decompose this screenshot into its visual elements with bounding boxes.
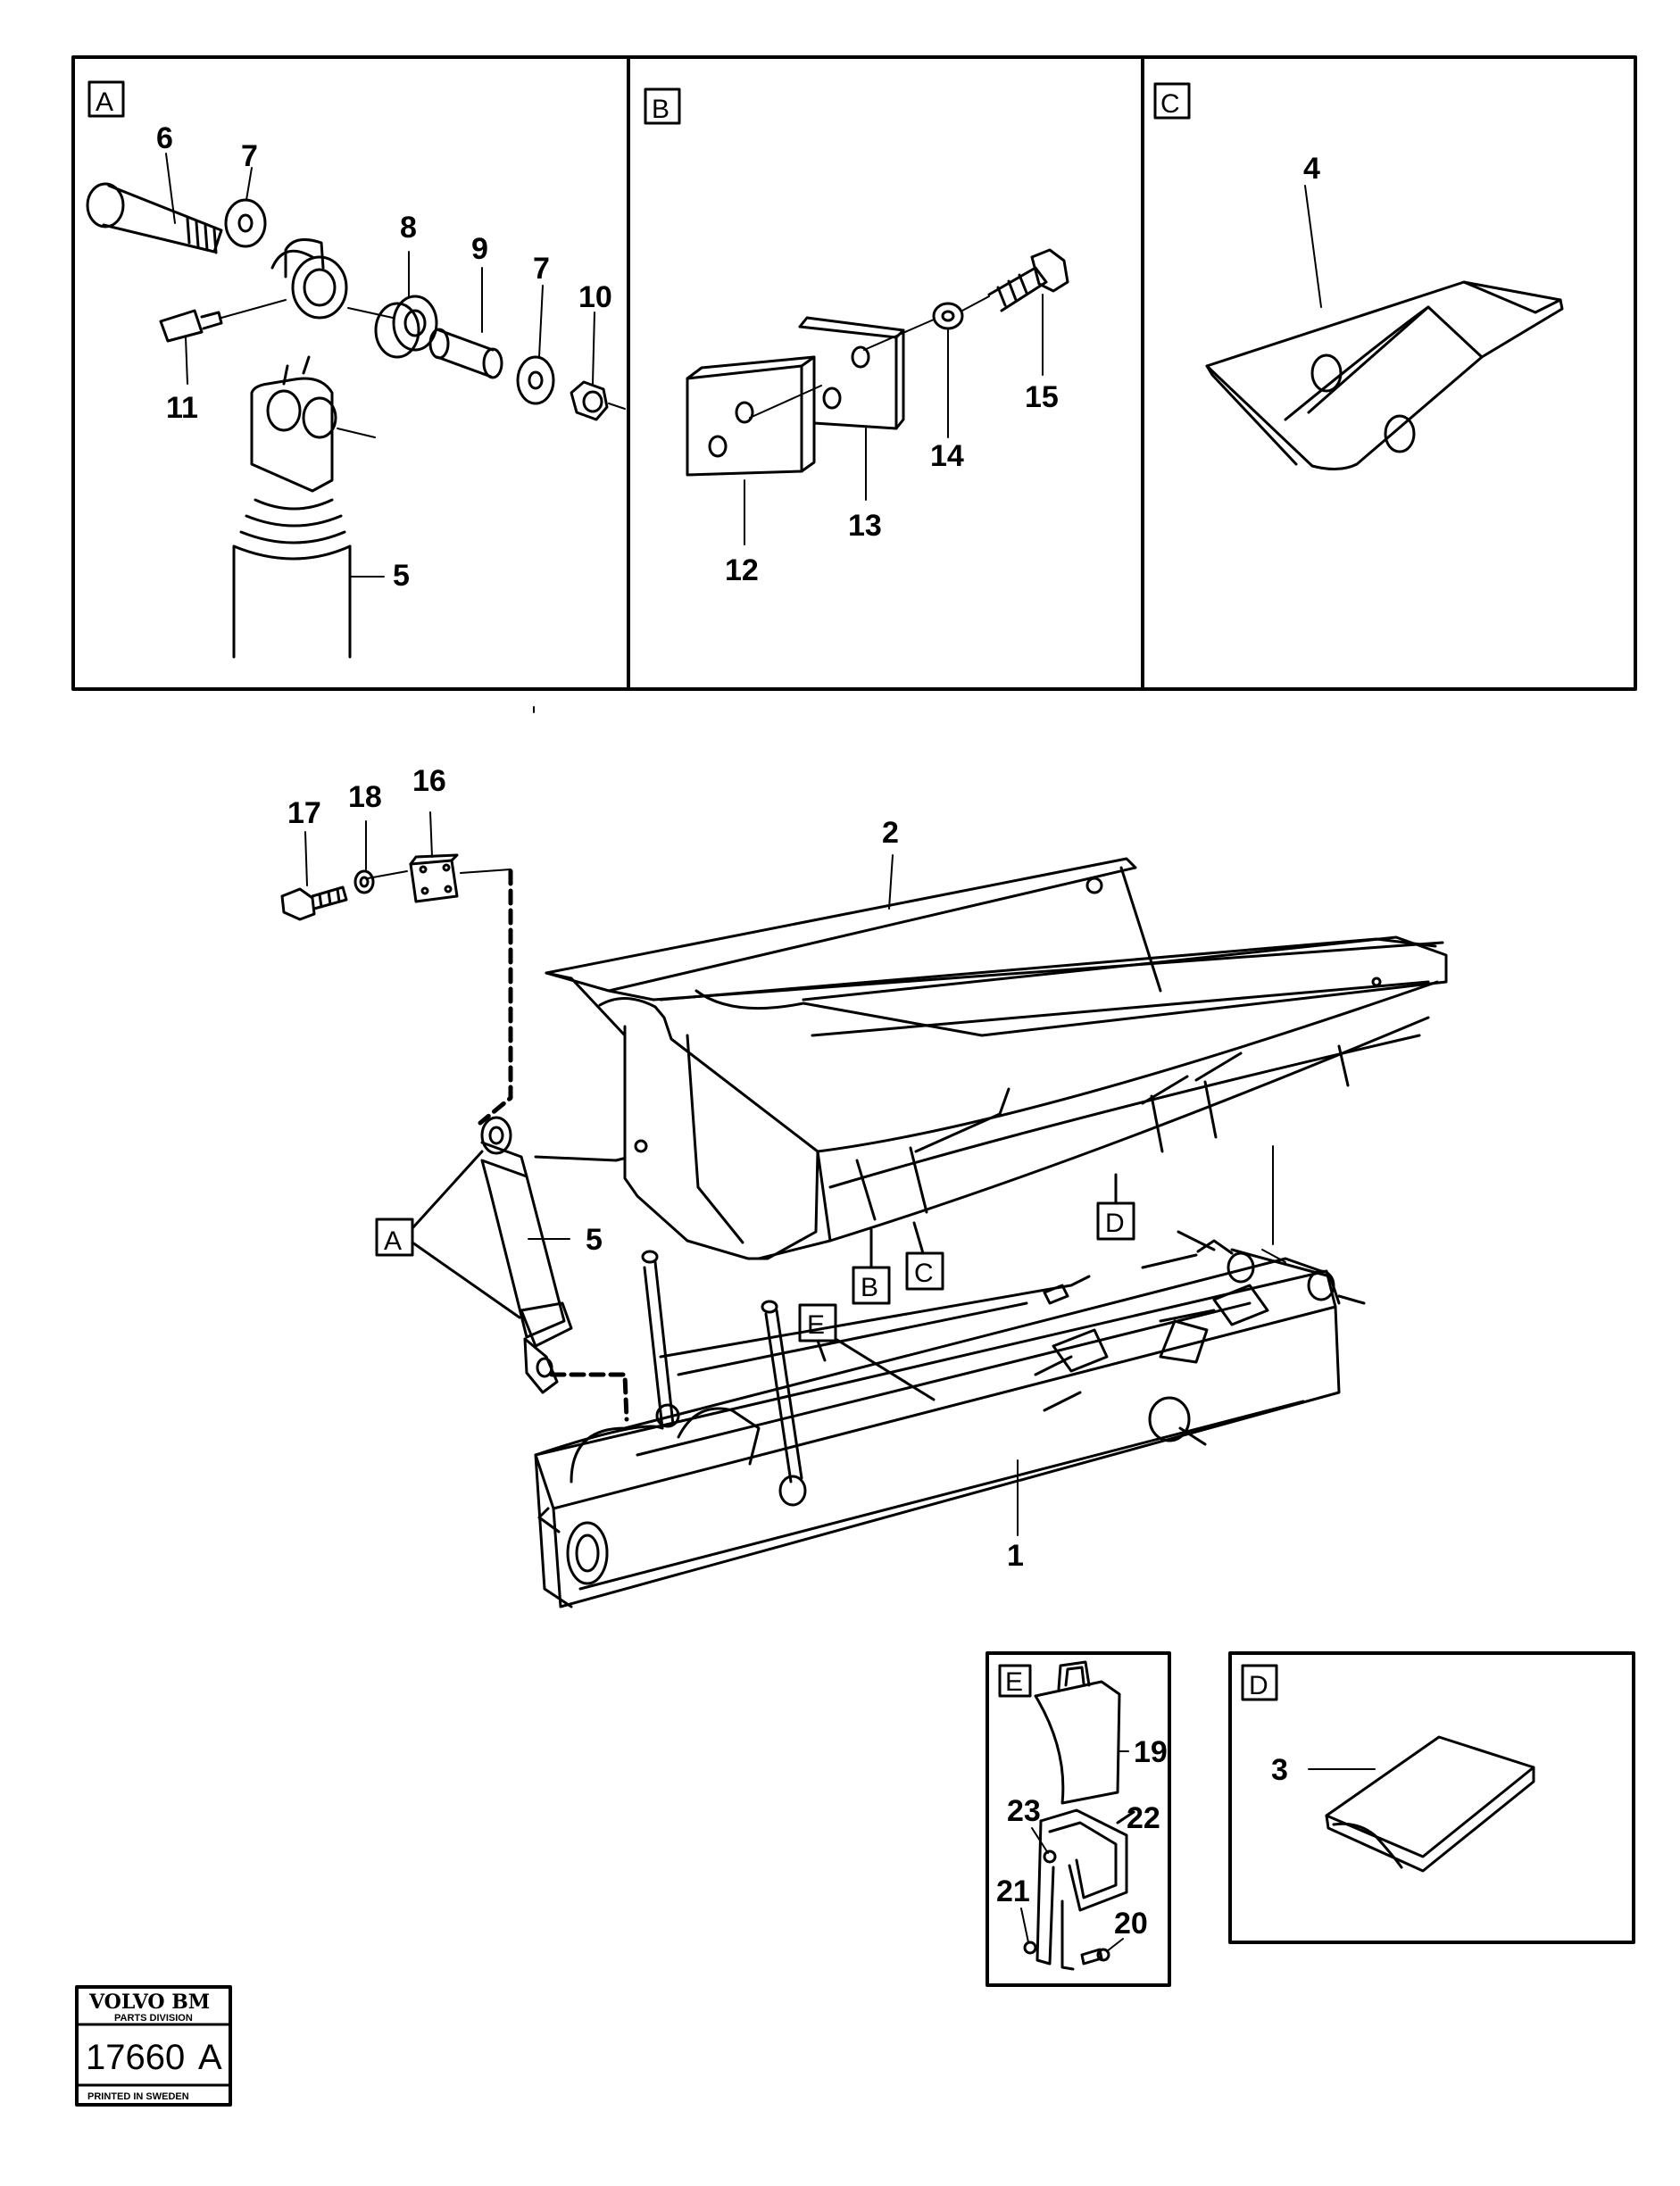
ref-a: A	[375, 1150, 521, 1319]
callout-3: 3	[1271, 1753, 1288, 1787]
callout-20: 20	[1114, 1907, 1148, 1941]
panel-a-leaders	[165, 153, 595, 578]
main-top-leaders	[304, 811, 511, 886]
callout-9: 9	[471, 232, 488, 266]
dashed-link-lower	[549, 1372, 629, 1422]
panel-e-tag: E	[1005, 1667, 1023, 1697]
callout-11: 11	[166, 391, 198, 425]
ref-c: C	[905, 1221, 944, 1291]
panel-d-tag: D	[1249, 1671, 1268, 1700]
ref-d-label: D	[1105, 1209, 1125, 1238]
washer-part-18	[353, 869, 375, 894]
ref-e: E	[798, 1303, 936, 1401]
callout-4: 4	[1303, 152, 1320, 186]
bolt-part-17	[280, 885, 348, 921]
callout-5-main: 5	[586, 1223, 603, 1257]
shim-plate-part-13	[798, 316, 905, 430]
ref-e-label: E	[807, 1310, 825, 1340]
callout-23: 23	[1007, 1794, 1041, 1828]
main-assembly: 2 5 A	[280, 764, 1448, 1608]
callout-22: 22	[1127, 1801, 1160, 1835]
tag-plate-part-19	[1034, 1660, 1129, 1805]
dashed-link-plate	[478, 869, 513, 1126]
bolt-part-15	[987, 248, 1069, 312]
callout-8: 8	[400, 211, 417, 245]
callout-6: 6	[156, 121, 173, 155]
callout-14: 14	[930, 439, 964, 473]
panel-c-tag: C	[1160, 89, 1180, 119]
screw-part-20	[1080, 1938, 1124, 1966]
panel-b-tag: B	[652, 95, 670, 124]
wear-shoe-part-4	[1205, 185, 1564, 470]
bushing-part-8	[347, 295, 438, 359]
callout-2: 2	[882, 816, 899, 850]
cylinder-clevis	[250, 355, 376, 493]
callout-7-top: 7	[241, 139, 258, 173]
washer-part-7a	[224, 198, 267, 248]
cylinder-part-5-main	[480, 1116, 625, 1394]
panel-c: C 4	[1153, 82, 1564, 470]
dump-body-part-2	[545, 857, 1448, 1260]
grease-nipple-part-11	[159, 299, 287, 343]
callout-19: 19	[1134, 1735, 1168, 1769]
plate-part-16	[409, 853, 459, 903]
callout-12: 12	[725, 553, 759, 587]
frame-part-1	[534, 1145, 1366, 1608]
clevis-eye	[270, 237, 348, 320]
stamp-division: PARTS DIVISION	[114, 2013, 193, 2024]
stamp-suffix: A	[198, 2038, 222, 2077]
sleeve-part-9	[428, 328, 503, 379]
nut-part-10	[570, 380, 626, 421]
washer-part-7b	[516, 355, 555, 405]
ref-a-label: A	[384, 1226, 402, 1256]
callout-10: 10	[578, 280, 612, 314]
callout-1: 1	[1007, 1539, 1024, 1573]
callout-21: 21	[996, 1874, 1030, 1908]
panel-d: D 3	[1228, 1651, 1635, 1944]
panel-b: B	[644, 87, 1069, 587]
screw-part-21	[1020, 1908, 1037, 1955]
panel-a: A	[86, 80, 626, 662]
panel-e: E 19 22 23 21 20	[986, 1651, 1171, 1987]
bolt-part-6	[86, 182, 223, 254]
bracket-part-22	[1035, 1808, 1135, 1971]
ref-b-label: B	[861, 1273, 878, 1302]
shim-plate-part-12	[686, 355, 816, 477]
stamp-printed: PRINTED IN SWEDEN	[87, 2091, 189, 2102]
callout-13: 13	[848, 509, 882, 543]
ref-d: D	[1096, 1173, 1135, 1241]
callout-16: 16	[412, 764, 446, 798]
washer-part-14	[932, 302, 964, 330]
callout-17: 17	[287, 796, 321, 830]
callout-18: 18	[348, 780, 382, 814]
cylinder-part-5	[232, 498, 352, 662]
pin-part-23	[1031, 1827, 1057, 1864]
callout-7-right: 7	[533, 252, 550, 286]
ref-c-label: C	[914, 1259, 934, 1288]
detail-frame-top	[71, 55, 1637, 691]
leader-2	[888, 854, 894, 910]
panel-a-tag: A	[96, 87, 113, 117]
callout-5-detail: 5	[393, 559, 410, 593]
volvo-bm-stamp: VOLVO BM PARTS DIVISION 17660 A PRINTED …	[75, 1985, 232, 2107]
ref-b: B	[852, 1228, 891, 1305]
stamp-number: 17660	[86, 2038, 185, 2077]
wear-pad-part-3	[1308, 1735, 1535, 1873]
stamp-brand: VOLVO BM	[88, 1991, 210, 2014]
panel-b-leaders	[744, 294, 1044, 545]
callout-15: 15	[1025, 380, 1059, 414]
